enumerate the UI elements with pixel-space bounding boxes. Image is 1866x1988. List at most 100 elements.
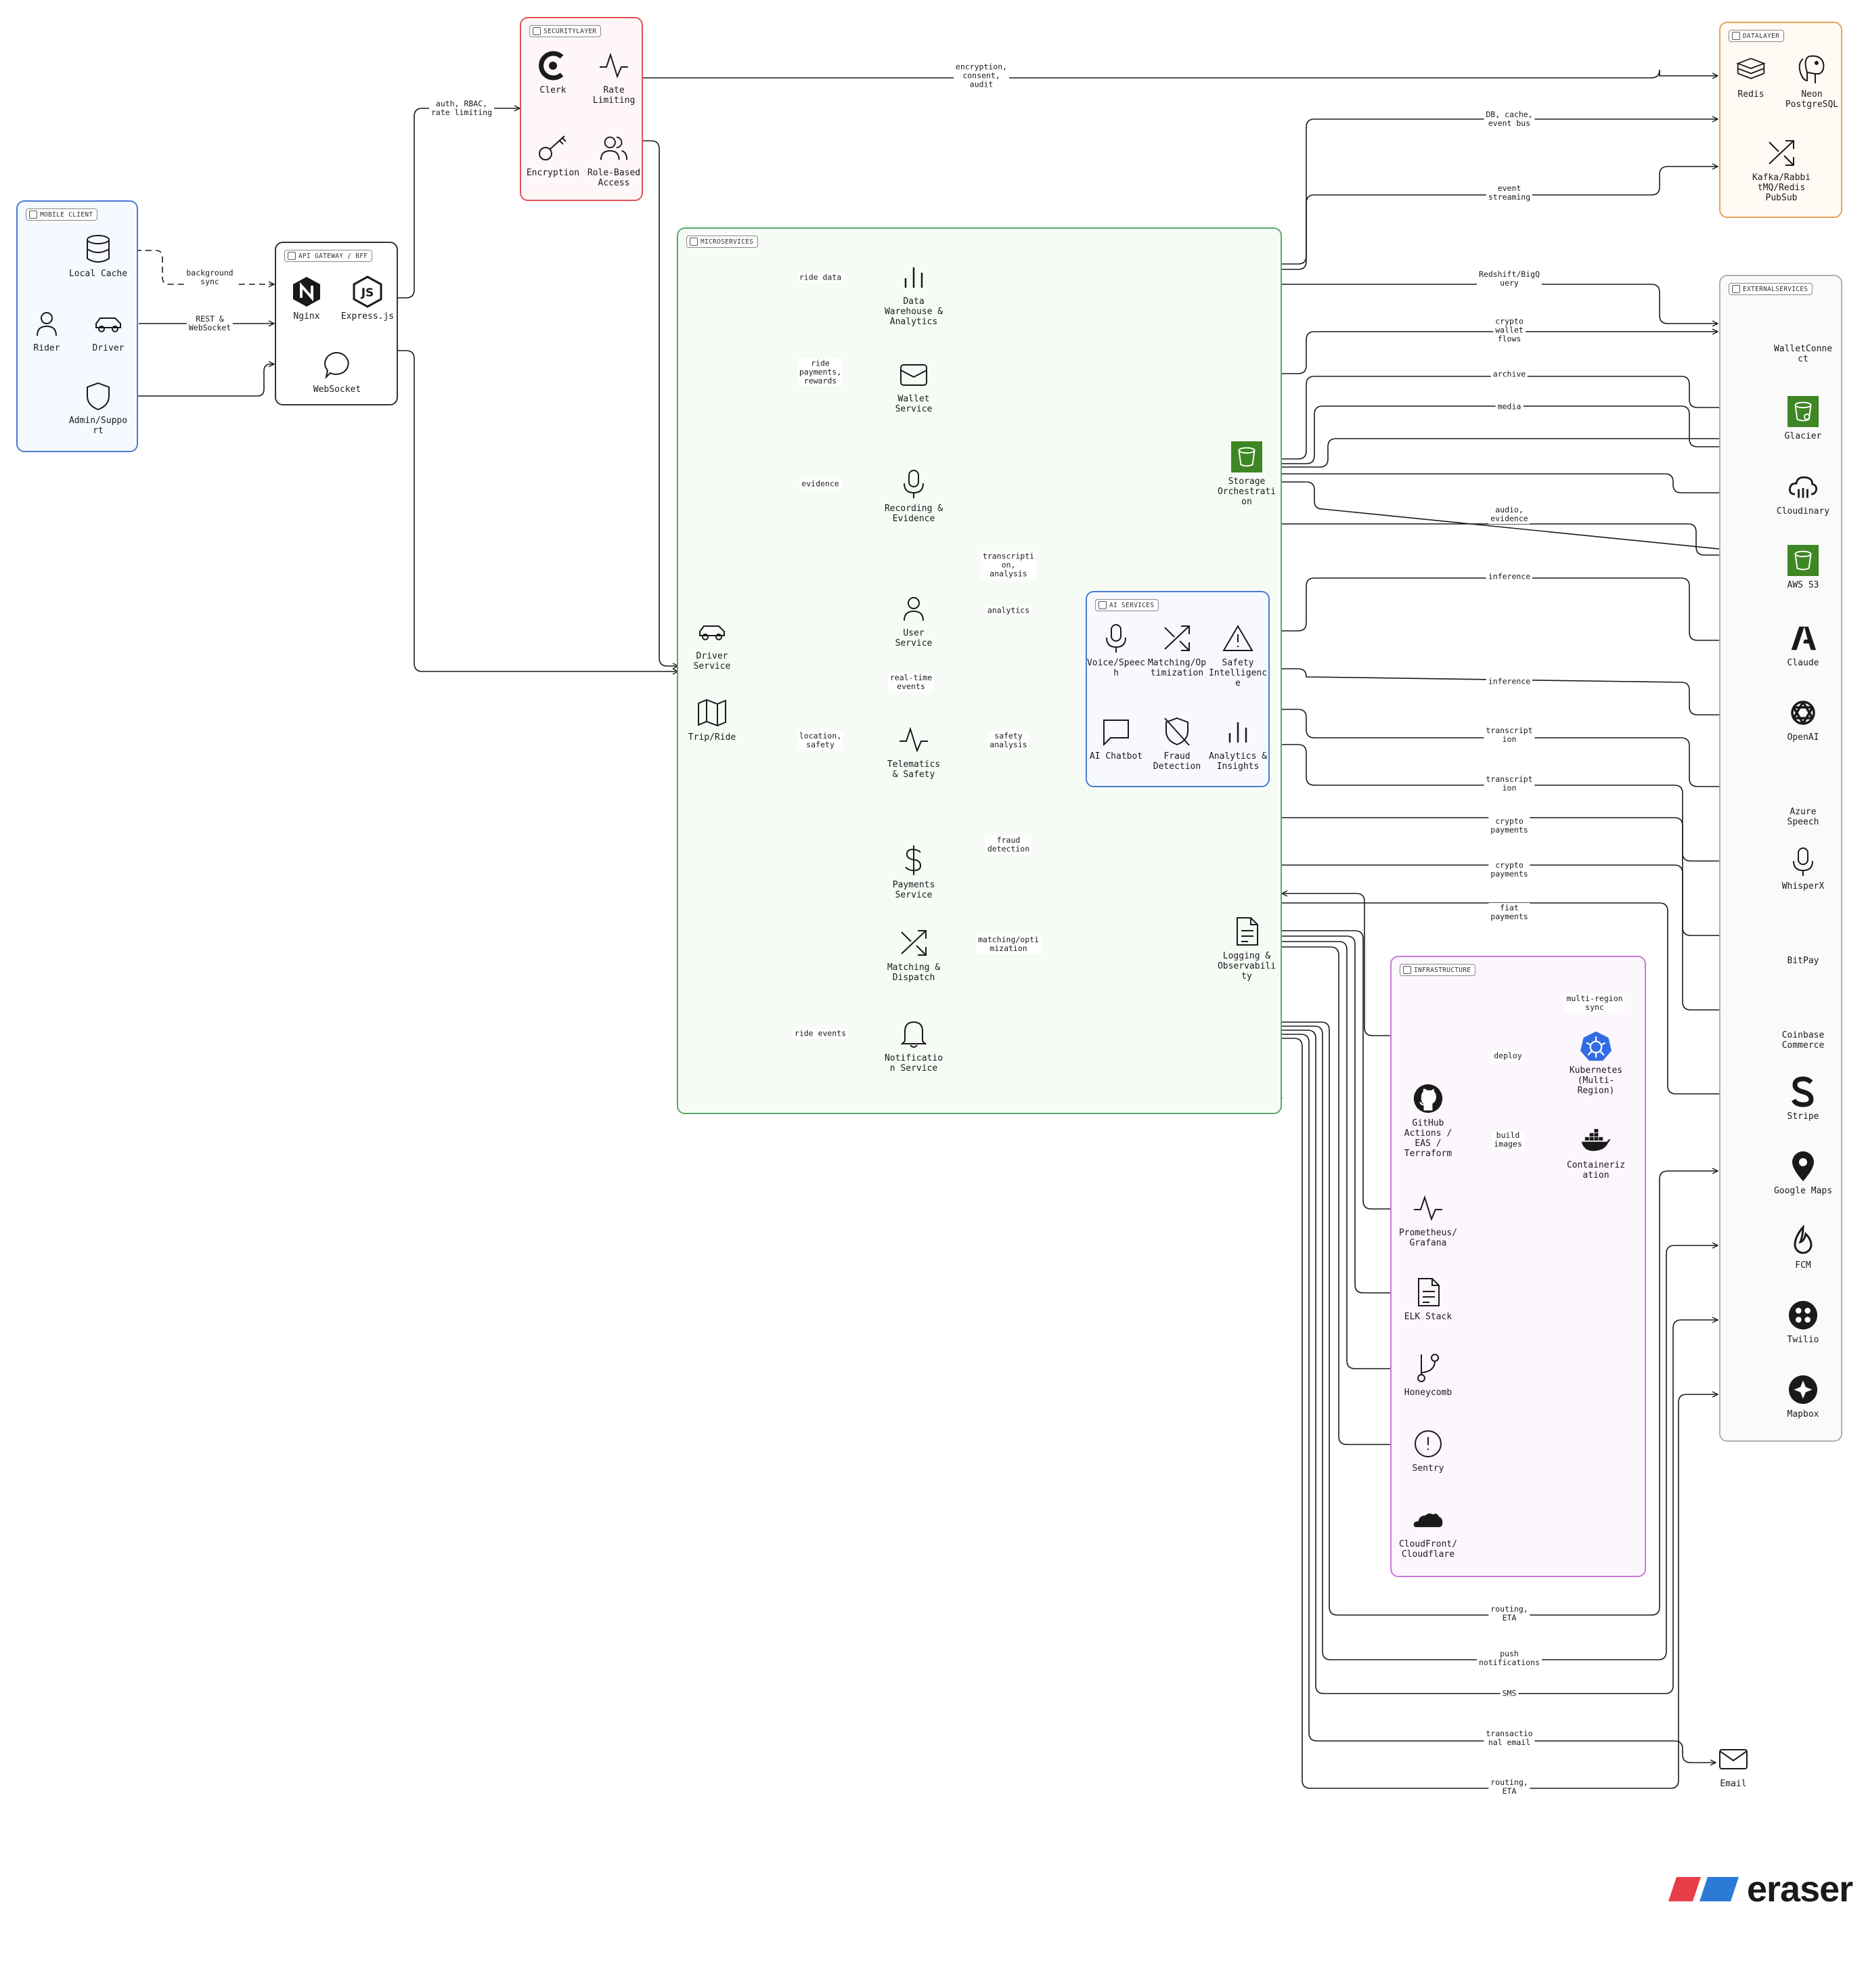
node-safety-intel[interactable]: Safety Intelligenc e (1197, 623, 1279, 688)
node-email[interactable]: Email (1693, 1744, 1774, 1789)
node-matching-dispatch[interactable]: Matching & Dispatch (873, 927, 954, 983)
node-rbac[interactable]: Role-Based Access (573, 133, 654, 188)
edge-label-deploy: deploy (1492, 1051, 1524, 1061)
node-kubernetes[interactable]: Kubernetes (Multi- Region) (1555, 1030, 1637, 1096)
node-encryption[interactable]: Encryption (512, 133, 594, 178)
mapbox-icon (1787, 1374, 1819, 1405)
group-mobile-client: MOBILE CLIENT (16, 200, 138, 452)
group-security: SECURITYLAYER (520, 17, 643, 201)
edge-label-background-sync: background sync (184, 268, 236, 287)
node-glacier[interactable]: Glacier (1762, 396, 1844, 441)
node-telematics[interactable]: Telematics & Safety (873, 724, 954, 780)
node-cloudinary[interactable]: Cloudinary (1762, 471, 1844, 516)
node-storage-orch[interactable]: Storage Orchestrati on (1206, 441, 1287, 507)
node-rate-limiting[interactable]: Rate Limiting (573, 50, 654, 106)
node-nginx[interactable]: Nginx (266, 276, 347, 322)
node-containerization[interactable]: Containeriz ation (1555, 1125, 1637, 1180)
node-recording[interactable]: Recording & Evidence (873, 468, 954, 524)
node-cloudfront[interactable]: CloudFront/ Cloudflare (1387, 1504, 1469, 1560)
node-stripe[interactable]: Stripe (1762, 1076, 1844, 1122)
group-tag: SECURITYLAYER (529, 25, 602, 37)
node-walletconnect[interactable]: WalletConne ct (1762, 309, 1844, 364)
eraser-brand: eraser (1668, 1868, 1853, 1910)
group-tag: INFRASTRUCTURE (1400, 964, 1476, 976)
message-square-icon (1101, 716, 1132, 747)
node-openai[interactable]: OpenAI (1762, 697, 1844, 743)
node-notification[interactable]: Notificatio n Service (873, 1018, 954, 1074)
node-sentry[interactable]: Sentry (1387, 1428, 1469, 1474)
node-fraud[interactable]: Fraud Detection (1136, 716, 1218, 772)
shuffle-icon (1766, 137, 1797, 169)
node-twilio[interactable]: Twilio (1762, 1300, 1844, 1345)
node-google-maps[interactable]: Google Maps (1762, 1151, 1844, 1196)
edge-crypto-pay2 (927, 864, 1780, 1010)
car-icon (696, 616, 728, 647)
wallet-icon (898, 359, 929, 390)
edge-label-inference2: inference (1486, 676, 1533, 687)
node-bitpay[interactable]: BitPay (1762, 921, 1844, 966)
node-github[interactable]: GitHub Actions / EAS / Terraform (1387, 1083, 1469, 1159)
node-neon[interactable]: Neon PostgreSQL (1771, 54, 1852, 110)
node-local-cache[interactable]: Local Cache (58, 234, 139, 279)
node-prometheus[interactable]: Prometheus/ Grafana (1387, 1193, 1469, 1248)
edge-gw-micro (398, 350, 678, 671)
edge-sec-micro (643, 140, 678, 666)
node-wallet-service[interactable]: Wallet Service (873, 359, 954, 414)
node-websocket[interactable]: WebSocket (296, 349, 378, 395)
shuffle-icon (898, 927, 929, 958)
docker-icon (1580, 1125, 1612, 1156)
node-expressjs[interactable]: JS Express.js (327, 275, 408, 322)
edge-multi-region (1282, 893, 1597, 1036)
node-coinbase[interactable]: Coinbase Commerce (1762, 995, 1844, 1051)
edge-label-audio-evidence: audio, evidence (1488, 505, 1530, 524)
edge-storage-s3a (1263, 473, 1780, 493)
node-honeycomb[interactable]: Honeycomb (1387, 1352, 1469, 1398)
node-claude[interactable]: Claude (1762, 623, 1844, 668)
nginx-icon (291, 276, 322, 307)
bar-chart-icon (898, 261, 929, 292)
edge-log-prom (1263, 930, 1408, 1209)
chat-bubble-icon (321, 349, 353, 380)
edge-media (1263, 405, 1780, 464)
node-clerk[interactable]: Clerk (512, 50, 594, 95)
node-azure-speech[interactable]: Azure Speech (1762, 772, 1844, 827)
node-admin[interactable]: Admin/Suppo rt (58, 380, 139, 436)
node-driver-service[interactable]: Driver Service (671, 616, 753, 671)
edge-storage-s3b (1263, 481, 1780, 555)
node-fcm[interactable]: FCM (1762, 1224, 1844, 1271)
edge-inference2 (1270, 668, 1780, 715)
node-voice[interactable]: Voice/Speec h (1075, 623, 1157, 678)
edge-inference1 (1270, 577, 1780, 640)
alert-triangle-icon (1222, 623, 1253, 654)
node-matching-opt[interactable]: Matching/Op timization (1136, 623, 1218, 678)
node-elk[interactable]: ELK Stack (1387, 1277, 1469, 1322)
coinbase-icon (1787, 995, 1819, 1026)
node-logging[interactable]: Logging & Observabili ty (1206, 916, 1287, 981)
clerk-icon (537, 50, 569, 81)
edge-crypto-wallet (934, 332, 1718, 374)
edge-label-push: push notifications (1476, 1649, 1542, 1668)
node-analytics-insights[interactable]: Analytics & Insights (1197, 716, 1279, 772)
node-trip-ride[interactable]: Trip/Ride (671, 697, 753, 743)
node-kafka[interactable]: Kafka/Rabbi tMQ/Redis PubSub (1741, 137, 1822, 203)
edge-admin-gw (115, 364, 274, 397)
node-payments-service[interactable]: Payments Service (873, 845, 954, 900)
node-data-warehouse[interactable]: Data Warehouse & Analytics (873, 261, 954, 327)
edge-label-archive: archive (1490, 369, 1528, 380)
edge-label-media: media (1495, 401, 1524, 412)
node-driver[interactable]: Driver (68, 308, 149, 353)
postgresql-icon (1796, 54, 1827, 85)
node-ai-chatbot[interactable]: AI Chatbot (1075, 716, 1157, 761)
edge-label-analytics: analytics (985, 605, 1032, 616)
edge-label-auth: auth, RBAC, rate limiting (428, 99, 495, 118)
node-mapbox[interactable]: Mapbox (1762, 1374, 1844, 1419)
node-aws-s3[interactable]: AWS S3 (1762, 545, 1844, 590)
edge-log-sentry (1263, 946, 1408, 1444)
edge-label-fiat-pay: fiat payments (1488, 903, 1530, 922)
node-user-service[interactable]: User Service (873, 593, 954, 648)
node-whisperx[interactable]: WhisperX (1762, 846, 1844, 891)
group-tag: AI SERVICES (1095, 599, 1159, 611)
node-rider[interactable]: Rider (6, 308, 87, 353)
document-icon (1413, 1277, 1444, 1308)
node-redis[interactable]: Redis (1710, 54, 1792, 100)
